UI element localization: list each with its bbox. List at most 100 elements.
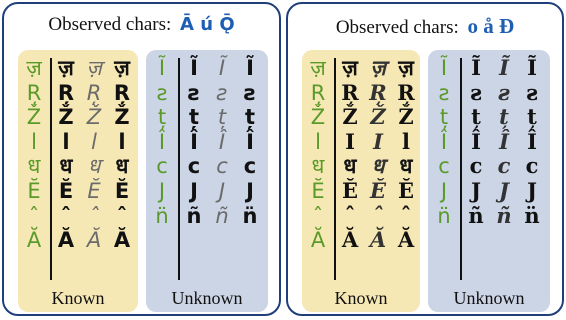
glyph-cell: ज़ — [114, 56, 130, 80]
glyph-cell: ƨ — [470, 79, 482, 105]
glyph-cell: I — [345, 128, 355, 154]
glyph-cell: Ŗ — [113, 80, 131, 105]
glyph-cell: J — [218, 178, 226, 203]
glyph-cell: ˆ — [28, 203, 40, 228]
glyph-cell: l — [31, 129, 37, 154]
observed-chars: o å Đ — [467, 14, 515, 38]
glyph-cell: Ă — [57, 228, 75, 253]
glyph-cell: Î — [158, 129, 166, 154]
glyph-cell: ñ — [215, 203, 229, 228]
glyph-cell: c — [469, 153, 483, 179]
glyph-cell: ज़ — [310, 56, 326, 80]
observed-label: Observed chars: — [48, 14, 172, 35]
glyph-cell: Ă — [113, 228, 131, 253]
glyph-cell: Î — [246, 129, 254, 154]
glyph-cell: Ĩ — [246, 56, 254, 80]
glyph-cell: ƨ — [243, 80, 257, 105]
observed-chars: Ā ú Ǭ — [180, 14, 235, 35]
glyph-cell: Ă — [86, 228, 102, 253]
glyph-cell: ț — [439, 105, 449, 130]
glyph-cell: ƨ — [156, 80, 168, 105]
glyph-cell: ƨ — [187, 80, 201, 105]
glyph-cell: Ĩ — [471, 55, 481, 80]
glyph-cell: Ĕ — [369, 177, 386, 203]
glyph-cell: ț — [217, 105, 227, 130]
glyph-cell: ज़ — [58, 56, 74, 80]
column-separator — [50, 58, 52, 280]
glyph-cell: Ĩ — [440, 56, 448, 80]
glyph-cell: n̈ — [437, 203, 451, 228]
glyph-cell: Ĩ — [190, 56, 198, 80]
glyph-cell: Ž — [114, 105, 130, 130]
glyph-cell: J — [471, 177, 481, 203]
glyph-cell: l — [118, 129, 126, 154]
glyph-cell: c — [243, 154, 257, 179]
glyph-cell: Î — [190, 129, 198, 154]
glyph-cell: ˆ — [400, 202, 412, 228]
panel-title: Observed chars: o å Đ — [288, 14, 562, 39]
glyph-cell: ˆ — [372, 202, 384, 228]
known-label: Known — [51, 288, 105, 308]
glyph-cell: ˆ — [312, 203, 324, 228]
glyph-cell: c — [525, 153, 539, 179]
glyph-cell: Ŗ — [397, 79, 415, 105]
glyph-cell: c — [187, 154, 201, 179]
column-separator — [334, 58, 336, 280]
glyph-cell: Ĕ — [397, 177, 414, 203]
glyph-cell: Ž — [310, 105, 326, 130]
glyph-cell: Ž — [58, 105, 74, 130]
glyph-cell: Ŗ — [26, 80, 42, 105]
glyph-cell: Ĩ — [158, 56, 166, 80]
glyph-cell: Ĕ — [87, 178, 101, 203]
glyph-cell: l — [91, 129, 97, 154]
glyph-cell: J — [158, 178, 166, 203]
glyph-cell: Ă — [369, 227, 387, 253]
glyph-cell: ˆ — [344, 202, 356, 228]
glyph-cell: Ĕ — [58, 178, 74, 203]
glyph-cell: ñ — [496, 202, 512, 228]
glyph-cell: J — [499, 177, 509, 203]
glyph-cell: ƨ — [216, 80, 228, 105]
glyph-cell: Ŗ — [57, 80, 75, 105]
glyph-cell: Ŗ — [310, 80, 326, 105]
glyph-cell: n̈ — [155, 203, 169, 228]
glyph-cell: ज़ — [370, 55, 386, 80]
glyph-cell: Ĩ — [499, 55, 509, 80]
panel-title: Observed chars: Ā ú Ǭ — [4, 14, 279, 36]
glyph-cell: l — [402, 128, 410, 154]
glyph-cell: Ă — [397, 227, 415, 253]
glyph-cell: Ă — [310, 228, 326, 253]
glyph-cell: Ž — [26, 105, 42, 130]
glyph-cell: ध — [59, 154, 73, 179]
glyph-cell: ध — [27, 154, 41, 179]
glyph-cell: Î — [527, 128, 537, 154]
glyph-cell: ध — [343, 153, 357, 179]
glyph-cell: Ĕ — [27, 178, 41, 203]
glyph-cell: c — [216, 154, 228, 179]
glyph-cell: I — [373, 128, 383, 154]
glyph-cell: Ĩ — [527, 55, 537, 80]
glyph-cell: ƨ — [498, 79, 510, 105]
glyph-cell: Ĕ — [114, 178, 130, 203]
glyph-cell: ज़ — [86, 56, 102, 80]
glyph-cell: ध — [115, 154, 129, 179]
glyph-cell: ț — [244, 105, 256, 130]
unknown-label: Unknown — [171, 288, 243, 308]
glyph-cell: ˆ — [116, 203, 128, 228]
